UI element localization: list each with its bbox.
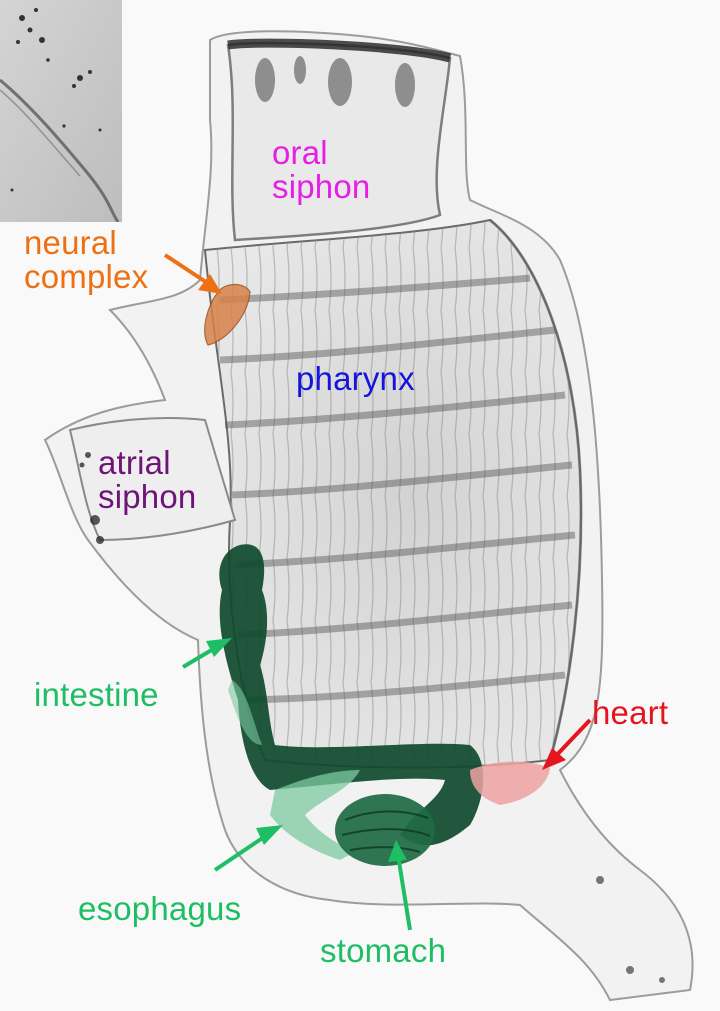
- atrial-siphon-label: atrial siphon: [98, 446, 196, 514]
- neural-complex-label-line1: neural: [24, 226, 148, 260]
- heart-label: heart: [592, 696, 668, 730]
- atrial-siphon-label-line2: siphon: [98, 480, 196, 514]
- atrial-siphon-label-line1: atrial: [98, 446, 196, 480]
- intestine-label: intestine: [34, 678, 159, 712]
- stomach-label: stomach: [320, 934, 446, 968]
- neural-complex-label-line2: complex: [24, 260, 148, 294]
- oral-siphon-label-line1: oral: [272, 136, 370, 170]
- oral-siphon-label-line2: siphon: [272, 170, 370, 204]
- neural-complex-label: neural complex: [24, 226, 148, 294]
- oral-siphon-label: oral siphon: [272, 136, 370, 204]
- pharynx-label: pharynx: [296, 362, 415, 396]
- esophagus-label: esophagus: [78, 892, 241, 926]
